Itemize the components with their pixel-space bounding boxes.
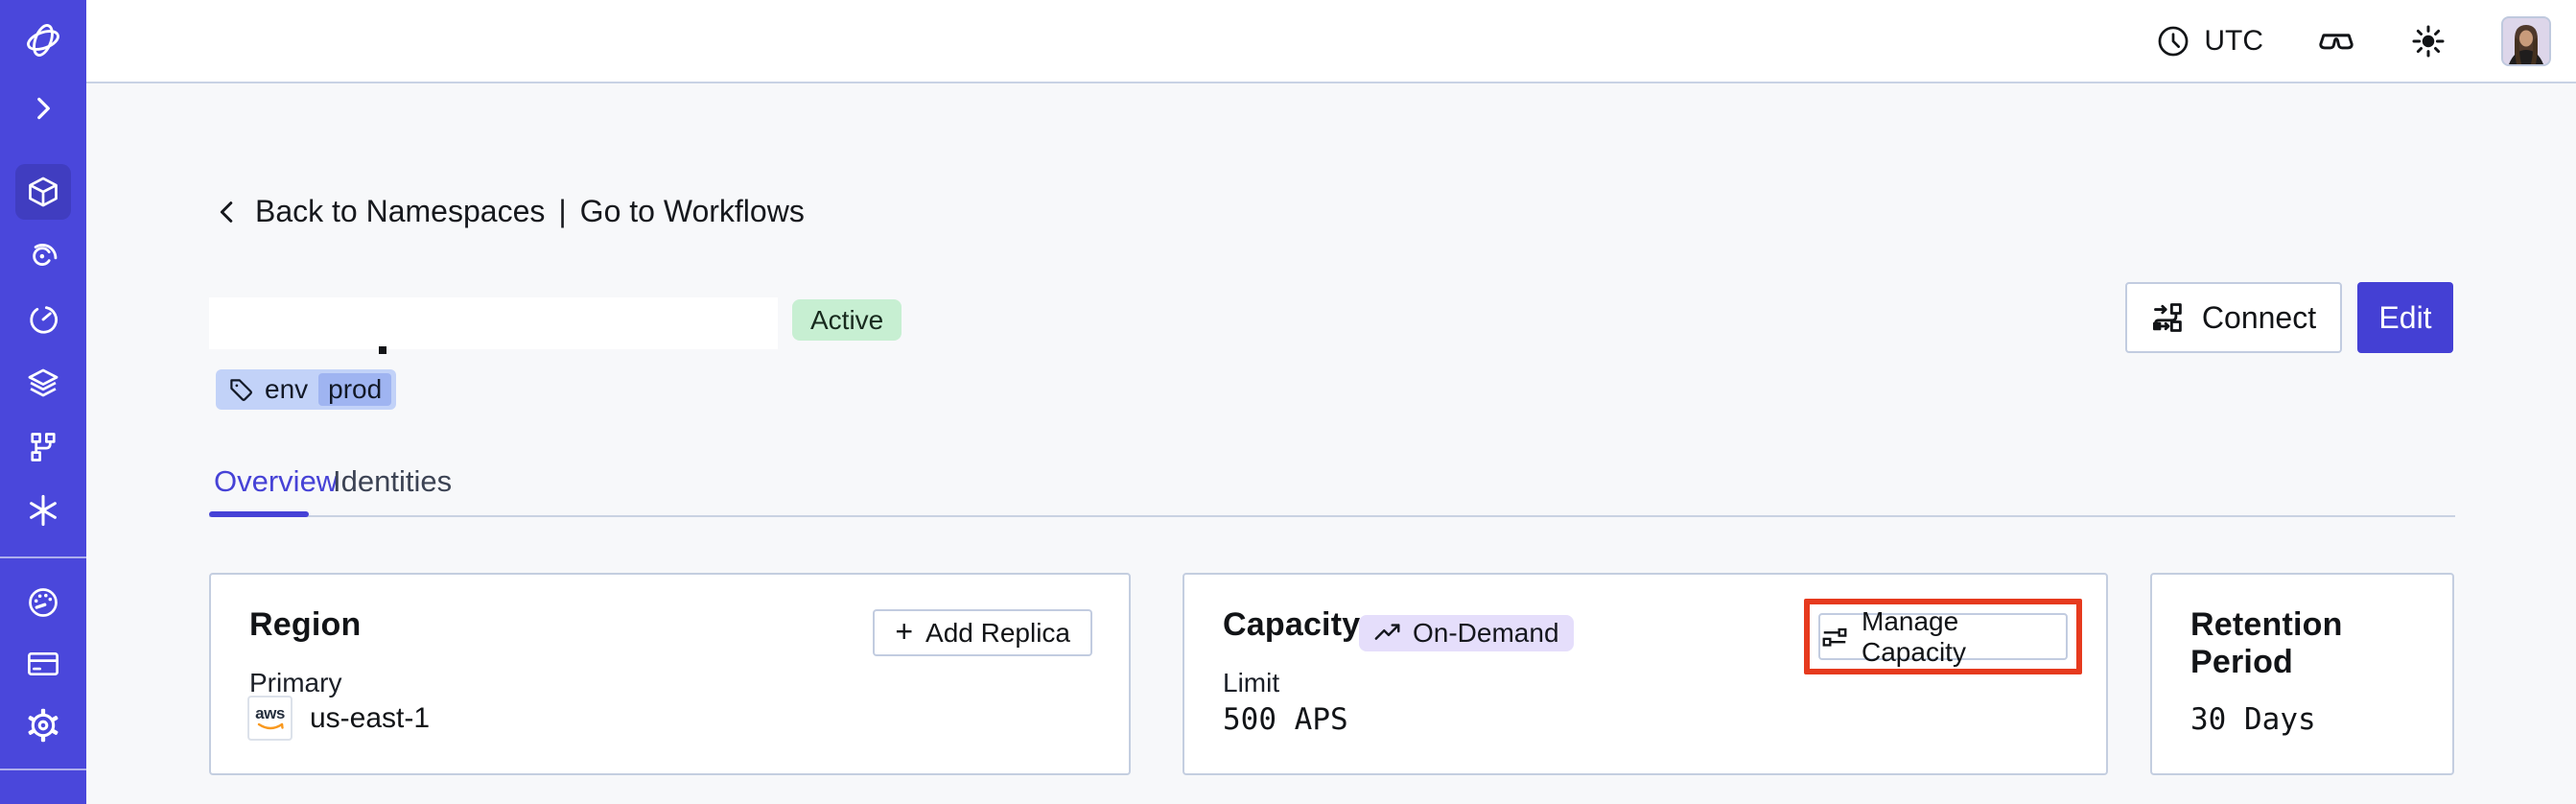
sidebar-item-settings[interactable]	[15, 698, 71, 753]
settings-gear-icon	[28, 708, 59, 743]
namespace-tag-chip[interactable]: env prod	[216, 369, 397, 410]
aws-logo-icon: aws	[247, 696, 293, 741]
namespace-title-dot	[379, 346, 386, 354]
tag-key-label: env	[265, 374, 309, 404]
region-card: Region + Add Replica Primary aws us-east…	[209, 573, 1131, 775]
status-badge-label: Active	[810, 304, 884, 335]
tabs-divider-line	[209, 515, 2455, 517]
sidebar-item-billing[interactable]	[15, 636, 71, 692]
tag-value-label: prod	[318, 373, 392, 406]
plus-icon: +	[895, 614, 914, 649]
sidebar-item-namespaces[interactable]	[15, 164, 71, 220]
sidebar-item-nexus[interactable]	[15, 483, 71, 538]
connect-button[interactable]: Connect	[2125, 282, 2342, 353]
namespace-title-redacted	[209, 297, 778, 349]
capacity-card-title: Capacity	[1223, 606, 1361, 643]
retention-value: 30 Days	[2190, 702, 2316, 737]
schedules-timer-icon	[30, 306, 59, 334]
target-annotation-highlight: Manage Capacity	[1804, 599, 2082, 674]
region-value-row: aws us-east-1	[247, 696, 430, 741]
edit-button[interactable]: Edit	[2357, 282, 2453, 353]
namespaces-cube-icon	[29, 177, 58, 207]
billing-card-icon	[28, 651, 59, 676]
deployments-branch-icon	[31, 433, 56, 461]
breadcrumb-separator: |	[558, 194, 567, 228]
add-replica-button[interactable]: + Add Replica	[873, 609, 1092, 656]
sidebar-item-usage[interactable]	[15, 575, 71, 630]
breadcrumb: Back to Namespaces | Go to Workflows	[213, 194, 805, 229]
sidebar-divider	[0, 556, 86, 558]
sidebar-nav	[0, 0, 86, 804]
sidebar-item-schedules[interactable]	[15, 292, 71, 347]
clock-icon	[2156, 24, 2190, 59]
sliders-icon	[1820, 623, 1849, 651]
sidebar-item-help[interactable]	[15, 795, 71, 804]
edit-button-label: Edit	[2378, 299, 2432, 335]
usage-gauge-icon	[29, 588, 58, 617]
tab-overview[interactable]: Overview	[214, 464, 339, 498]
timezone-selector[interactable]: UTC	[2156, 24, 2263, 59]
on-demand-badge: On-Demand	[1359, 615, 1574, 651]
region-value: us-east-1	[310, 701, 431, 734]
aws-word: aws	[255, 704, 285, 722]
nexus-asterisk-icon	[30, 494, 57, 527]
tag-icon	[228, 377, 254, 403]
on-demand-label: On-Demand	[1413, 618, 1559, 648]
capacity-card: Capacity On-Demand	[1183, 573, 2108, 775]
breadcrumb-back-link[interactable]: Back to Namespaces	[255, 194, 546, 228]
active-tab-underline	[209, 511, 309, 517]
capacity-value: 500 APS	[1223, 702, 1348, 737]
back-chevron-icon[interactable]	[213, 198, 242, 226]
breadcrumb-workflows-link[interactable]: Go to Workflows	[579, 194, 805, 228]
sidebar-item-stack[interactable]	[15, 356, 71, 412]
expand-sidebar-chevron-icon[interactable]	[15, 81, 71, 136]
audit-glasses-button[interactable]	[2317, 22, 2355, 60]
retention-card: Retention Period 30 Days	[2150, 573, 2454, 775]
temporal-logo-icon[interactable]	[15, 12, 71, 68]
top-bar: UTC	[86, 0, 2576, 83]
manage-capacity-label: Manage Capacity	[1862, 605, 1966, 667]
add-replica-label: Add Replica	[925, 617, 1070, 648]
capacity-limit-label: Limit	[1223, 668, 1280, 698]
tab-identities[interactable]: Identities	[333, 464, 453, 498]
region-primary-label: Primary	[249, 668, 342, 698]
trending-up-icon	[1373, 619, 1402, 648]
timezone-label: UTC	[2204, 24, 2263, 57]
theme-sun-button[interactable]	[2409, 22, 2447, 60]
user-avatar[interactable]	[2501, 15, 2551, 66]
status-badge: Active	[792, 299, 902, 341]
stack-layers-icon	[28, 368, 59, 397]
sidebar-divider	[0, 769, 86, 770]
connect-button-label: Connect	[2201, 299, 2317, 335]
sidebar-item-deployments[interactable]	[15, 419, 71, 475]
manage-capacity-button[interactable]: Manage Capacity	[1818, 606, 2068, 667]
retention-card-title: Retention Period	[2190, 606, 2343, 680]
connect-flow-icon	[2151, 300, 2186, 335]
region-card-title: Region	[249, 606, 362, 643]
workflows-spiral-icon	[33, 244, 58, 266]
sidebar-item-workflows[interactable]	[15, 227, 71, 283]
